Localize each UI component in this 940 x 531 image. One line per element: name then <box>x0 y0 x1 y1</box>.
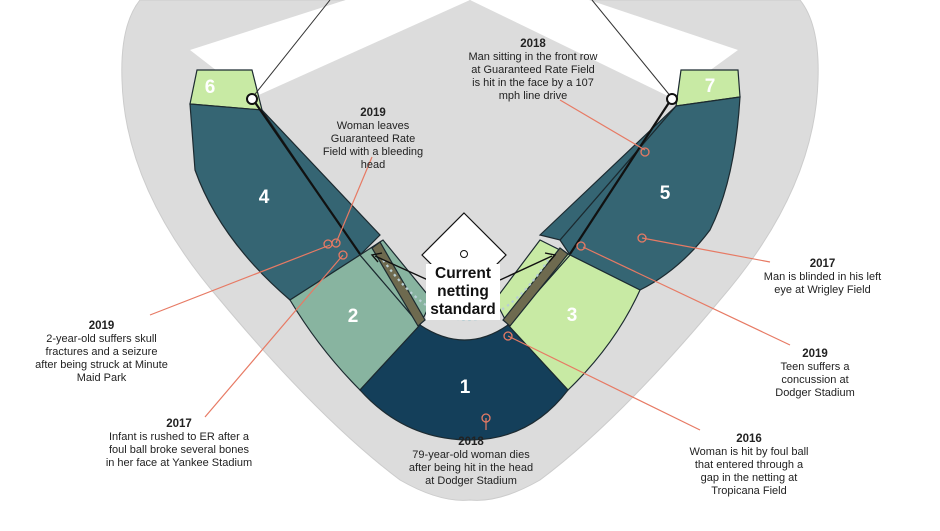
incident-markers <box>323 147 650 423</box>
marker-2017-wrigley <box>637 233 647 243</box>
foul-line-right <box>569 97 673 255</box>
zone-5 <box>559 96 741 291</box>
zone-label-5: 5 <box>660 183 671 204</box>
leader-2019-guaranteed <box>335 156 373 244</box>
leader-2019-dodger-teen <box>582 246 791 346</box>
field-line-right <box>591 0 673 99</box>
zone-label-1: 1 <box>460 377 471 398</box>
leader-2019-minute-maid <box>149 244 331 316</box>
netting-arrowhead-right <box>544 252 557 263</box>
zone-5-aisle <box>538 105 677 241</box>
foul-pole-right <box>666 93 678 105</box>
netting-arrowhead-left <box>370 252 383 263</box>
netting-arrow-right <box>499 255 553 281</box>
field-area <box>190 0 738 98</box>
marker-2018-dodger <box>481 413 491 423</box>
netting-right <box>502 247 569 327</box>
zone-label-4: 4 <box>259 187 270 208</box>
incident-leaders <box>149 99 791 431</box>
leader-2018-guaranteed <box>559 99 646 151</box>
netting-standard-label: Current netting standard <box>426 264 500 320</box>
marker-2018-guaranteed <box>640 147 650 157</box>
zone-label-2: 2 <box>348 306 359 327</box>
netting-left <box>371 241 426 327</box>
zone-label-3: 3 <box>567 305 578 326</box>
zone-1 <box>359 324 569 441</box>
marker-2019-minute-maid <box>323 239 333 249</box>
field-line-left <box>251 0 331 99</box>
zone-label-6: 6 <box>205 77 216 98</box>
marker-2016-tropicana <box>503 331 513 341</box>
home-plate-icon <box>460 250 468 258</box>
leader-2017-wrigley <box>641 237 771 263</box>
leader-2016-tropicana <box>507 335 701 431</box>
marker-2017-yankee <box>338 250 348 260</box>
leader-2017-yankee <box>204 254 344 418</box>
netting-arrow-left <box>374 255 429 281</box>
zone-label-7: 7 <box>705 76 716 97</box>
foul-pole-left <box>246 93 258 105</box>
marker-2019-dodger-teen <box>576 241 586 251</box>
